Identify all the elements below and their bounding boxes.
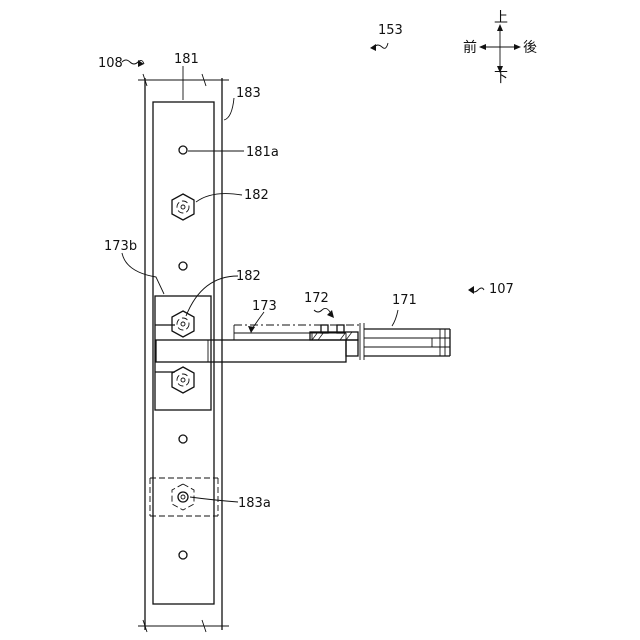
column-member-183 — [138, 74, 229, 632]
label-182-lower: 182 — [236, 269, 261, 284]
bolt-183a — [150, 478, 218, 516]
direction-down: 下 — [494, 70, 508, 86]
label-153: 153 — [378, 23, 403, 38]
bolt-182-lower — [172, 311, 194, 393]
leader-lines — [122, 43, 484, 502]
direction-back: 後 — [523, 40, 537, 56]
label-173: 173 — [252, 299, 277, 314]
joint-172 — [310, 325, 358, 356]
direction-indicator: 上 下 前 後 — [463, 10, 537, 86]
beam-173 — [156, 325, 360, 362]
member-171 — [360, 323, 450, 360]
plate-181 — [153, 102, 214, 604]
label-181a: 181a — [246, 145, 279, 160]
label-173b: 173b — [104, 239, 137, 254]
direction-up: 上 — [494, 10, 508, 26]
label-108: 108 — [98, 56, 123, 71]
label-107: 107 — [489, 282, 514, 297]
label-171: 171 — [392, 293, 417, 308]
label-183: 183 — [236, 86, 261, 101]
label-182-upper: 182 — [244, 188, 269, 203]
bolt-182-upper — [172, 194, 194, 220]
label-183a: 183a — [238, 496, 271, 511]
bolt-holes-181a — [179, 146, 187, 559]
reference-labels: 108 181 183 181a 182 173b 182 173 172 17… — [98, 23, 514, 511]
label-172: 172 — [304, 291, 329, 306]
label-181: 181 — [174, 52, 199, 67]
direction-front: 前 — [463, 39, 477, 56]
